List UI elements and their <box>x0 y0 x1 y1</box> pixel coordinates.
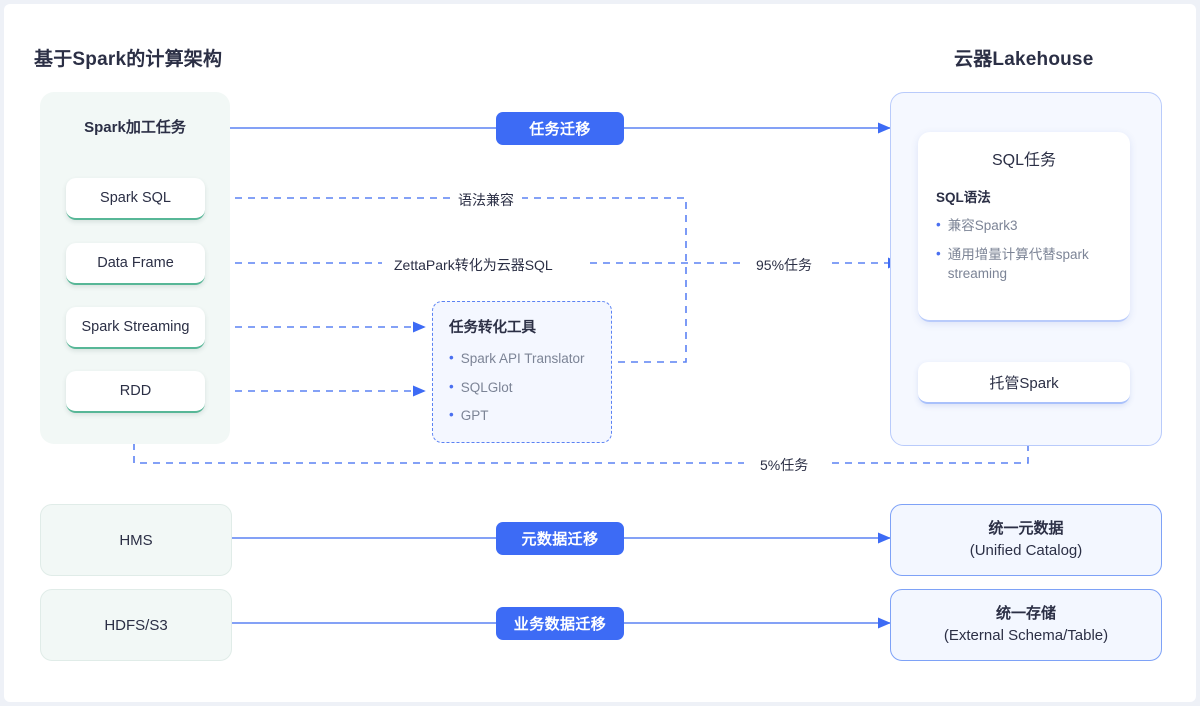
data-frame-label: Data Frame <box>97 255 174 271</box>
sql-task-title: SQL任务 <box>991 152 1057 169</box>
bullet-icon: • <box>449 378 454 394</box>
sql-bullet-label: 通用增量计算代替spark streaming <box>947 246 1089 282</box>
unified-catalog-line1: 统一元数据 <box>988 519 1064 537</box>
tool-item: • Spark API Translator <box>449 349 595 369</box>
unified-storage-box[interactable]: 统一存储 (External Schema/Table) <box>890 589 1162 661</box>
tool-item-label: GPT <box>460 408 489 424</box>
badge-business-data-migration[interactable]: 业务数据迁移 <box>496 607 624 640</box>
badge-metadata-migration-label: 元数据迁移 <box>521 531 599 548</box>
unified-storage-line2: (External Schema/Table) <box>943 627 1109 644</box>
sql-bullet: • 兼容Spark3 <box>936 216 1112 236</box>
rdd-box[interactable]: RDD <box>66 371 205 413</box>
spark-sql-label: Spark SQL <box>100 190 171 206</box>
sql-bullet: • 通用增量计算代替spark streaming <box>936 245 1112 284</box>
edge-label-syntax-compat: 语法兼容 <box>450 190 522 210</box>
edge-label-zettapark: ZettaPark转化为云器SQL <box>386 255 561 275</box>
diagram-canvas: 基于Spark的计算架构 云器Lakehouse Spark加工任务 Spark… <box>4 4 1196 702</box>
data-frame-box[interactable]: Data Frame <box>66 243 205 285</box>
bullet-icon: • <box>936 245 941 261</box>
spark-sql-box[interactable]: Spark SQL <box>66 178 205 220</box>
rdd-label: RDD <box>119 383 152 399</box>
hms-label: HMS <box>119 531 153 549</box>
edge-label-5-percent: 5%任务 <box>752 455 817 475</box>
sql-task-card: SQL任务 SQL语法 • 兼容Spark3 • 通用增量计算代替spark s… <box>918 132 1130 322</box>
bullet-icon: • <box>936 217 941 232</box>
edge-label-95-percent: 95%任务 <box>748 255 821 275</box>
badge-metadata-migration[interactable]: 元数据迁移 <box>496 522 624 555</box>
unified-catalog-line2: (Unified Catalog) <box>969 542 1083 559</box>
badge-task-migration[interactable]: 任务迁移 <box>496 112 624 145</box>
badge-task-migration-label: 任务迁移 <box>529 121 591 138</box>
bullet-icon: • <box>449 407 454 423</box>
hdfs-label: HDFS/S3 <box>104 616 168 634</box>
hdfs-box[interactable]: HDFS/S3 <box>40 589 232 661</box>
sql-bullet-label: 兼容Spark3 <box>947 218 1018 233</box>
hms-box[interactable]: HMS <box>40 504 232 576</box>
managed-spark-box[interactable]: 托管Spark <box>918 362 1130 404</box>
tool-item: • SQLGlot <box>449 378 595 398</box>
spark-streaming-box[interactable]: Spark Streaming <box>66 307 205 349</box>
left-column-title: 基于Spark的计算架构 <box>34 49 223 70</box>
bullet-icon: • <box>449 350 454 365</box>
unified-catalog-box[interactable]: 统一元数据 (Unified Catalog) <box>890 504 1162 576</box>
spark-group-title: Spark加工任务 <box>84 119 186 136</box>
spark-streaming-label: Spark Streaming <box>81 319 190 335</box>
sql-syntax-subtitle: SQL语法 <box>936 190 991 205</box>
tool-item: • GPT <box>449 406 595 426</box>
managed-spark-label: 托管Spark <box>989 374 1059 392</box>
badge-business-data-migration-label: 业务数据迁移 <box>513 616 607 633</box>
tool-item-label: SQLGlot <box>460 379 513 395</box>
right-column-title: 云器Lakehouse <box>954 49 1094 70</box>
task-conversion-tool-box: 任务转化工具 • Spark API Translator • SQLGlot … <box>432 301 612 443</box>
tool-item-label: Spark API Translator <box>460 351 585 366</box>
unified-storage-line1: 统一存储 <box>995 604 1056 622</box>
task-conversion-tool-title: 任务转化工具 <box>449 320 536 336</box>
